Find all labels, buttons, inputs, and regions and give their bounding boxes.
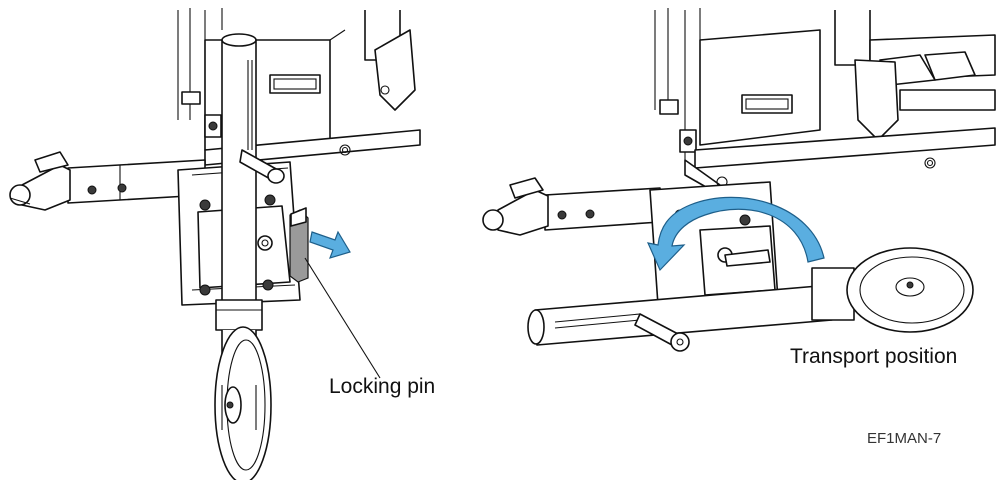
- rotation-direction-arrow: [646, 196, 825, 272]
- locking-pin-leader: [304, 257, 381, 379]
- right-view-jack-transport: [482, 8, 996, 352]
- figure-code: EF1MAN-7: [867, 430, 942, 447]
- left-view-jack-raised: [9, 8, 421, 484]
- locking-pin-label: Locking pin: [329, 375, 436, 398]
- transport-position-label: Transport position: [790, 345, 958, 368]
- pull-direction-arrow: [309, 230, 351, 259]
